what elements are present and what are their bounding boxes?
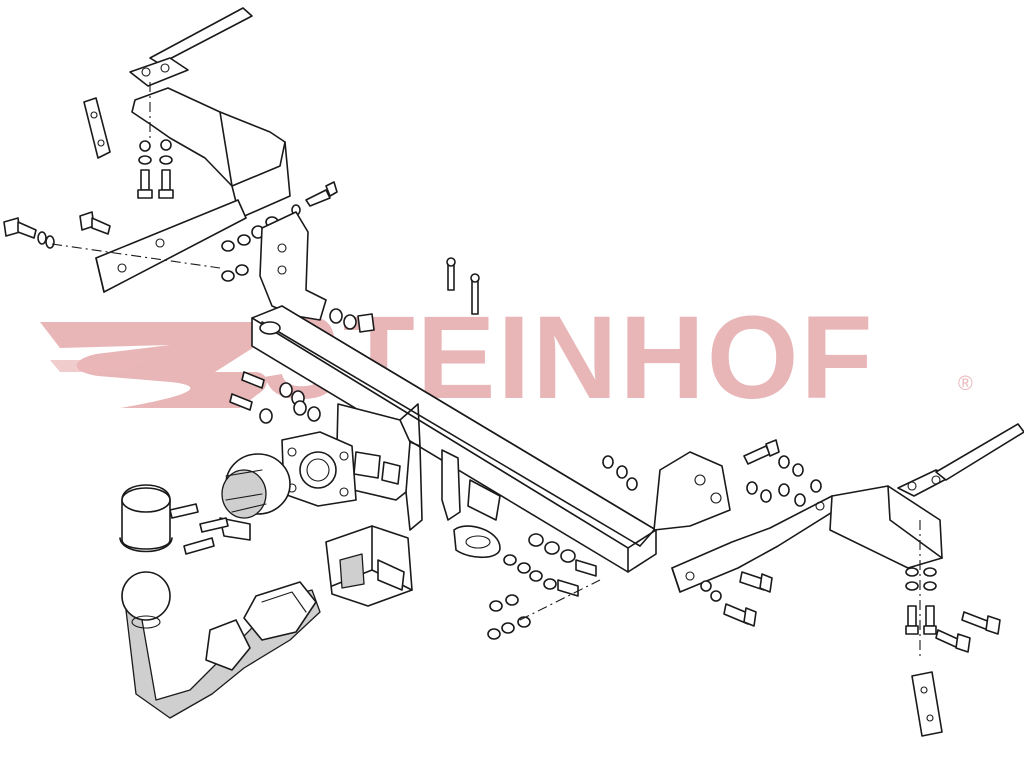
main-crossbar: [251, 211, 731, 573]
center-fasteners: [229, 308, 601, 640]
socket-flange-plate: [281, 431, 357, 507]
right-bracket-fasteners: [602, 439, 1001, 660]
spacer-plate-left: [83, 97, 111, 159]
watermark-registered-mark: ®: [958, 373, 973, 395]
tow-ball-cover: [119, 484, 173, 553]
steinhof-watermark: STEINHOF ®: [40, 292, 973, 424]
safety-eye: [453, 525, 501, 559]
spacer-plate-right: [911, 671, 943, 737]
tow-ball-arm: [121, 571, 321, 719]
left-bracket-fasteners: [3, 82, 338, 282]
lock-housing: [325, 525, 413, 607]
right-mounting-bracket: [671, 423, 1024, 593]
left-mounting-bracket: [95, 7, 291, 293]
electric-socket: [169, 453, 291, 555]
watermark-swoosh-icon: [40, 322, 268, 408]
